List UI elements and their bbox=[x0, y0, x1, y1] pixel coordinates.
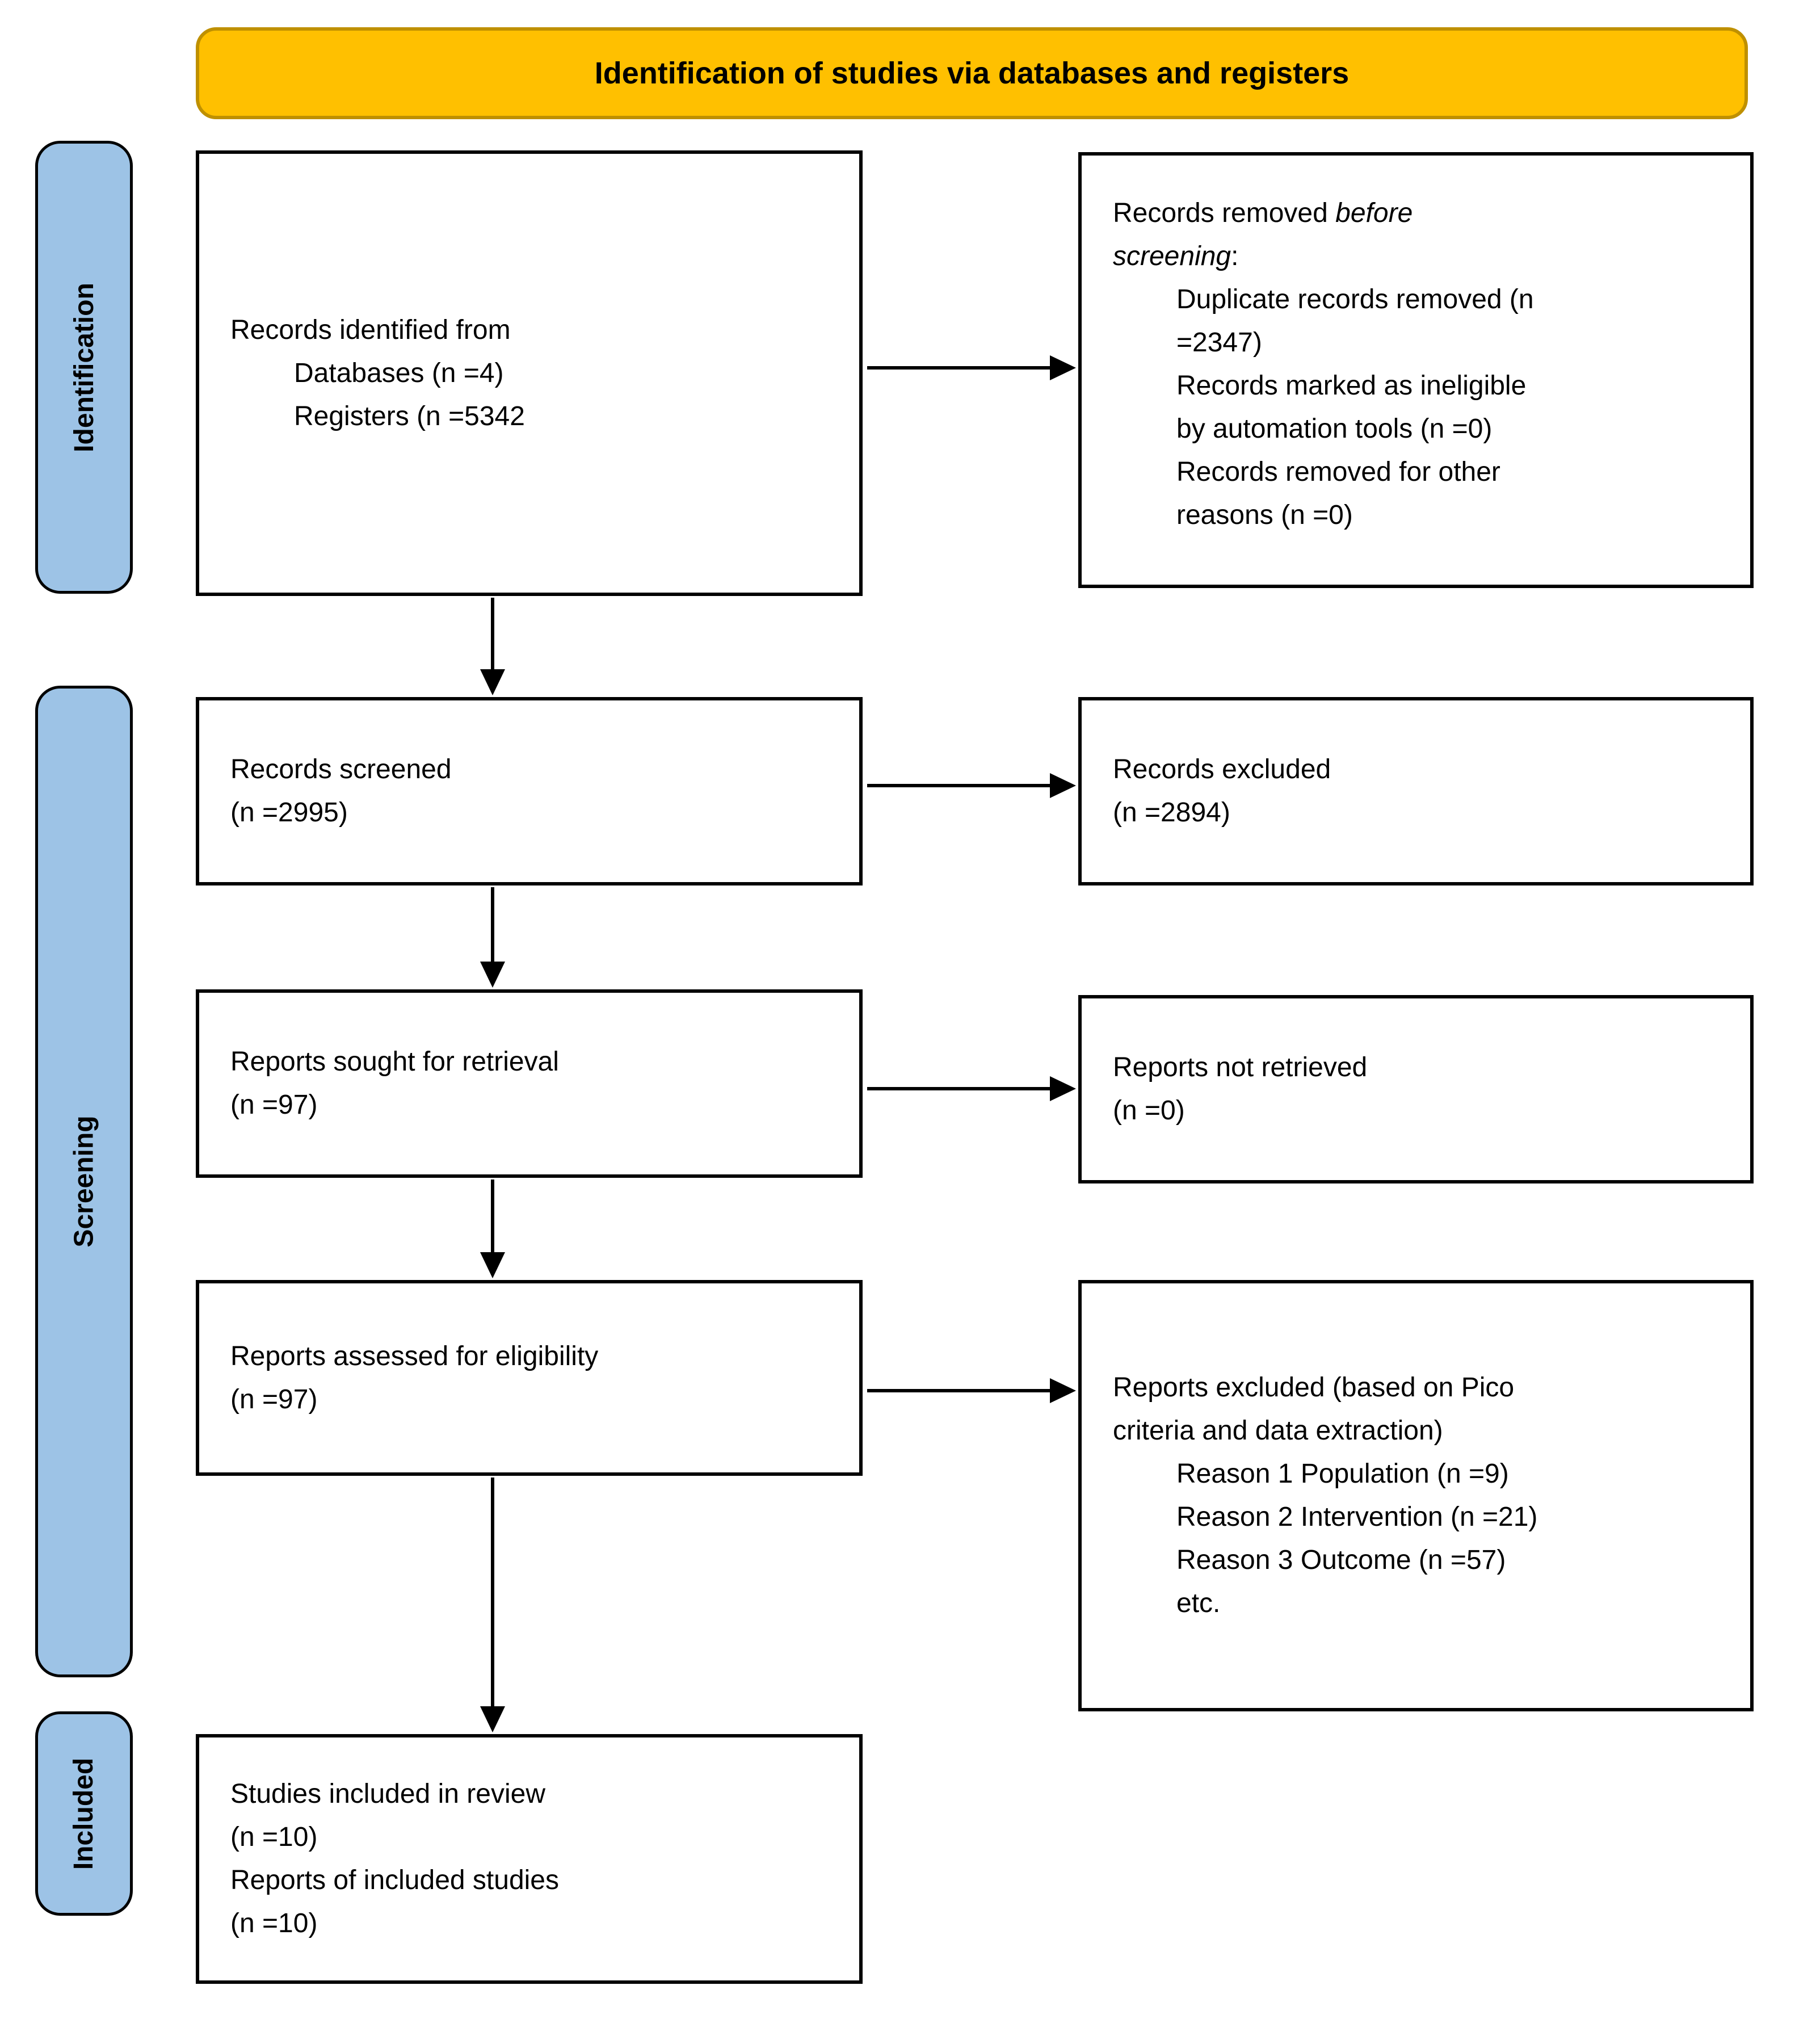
text-line: (n =2894) bbox=[1113, 798, 1230, 828]
arrow-head-icon bbox=[1050, 355, 1076, 380]
text-line: Records marked as ineligible bbox=[1176, 371, 1527, 401]
arrow-head-icon bbox=[1050, 1378, 1076, 1403]
arrow-head-icon bbox=[1050, 1076, 1076, 1101]
text-line: Reason 1 Population (n =9) bbox=[1176, 1459, 1509, 1489]
text-line: Databases (n =4) bbox=[294, 358, 504, 388]
stage-label-identification: Identification bbox=[35, 141, 133, 594]
text-line: by automation tools (n =0) bbox=[1176, 414, 1493, 444]
arrow-screened-to-excluded bbox=[867, 773, 1076, 798]
arrow-stem bbox=[867, 366, 1050, 370]
stage-label-screening: Screening bbox=[35, 686, 133, 1677]
text-line: (n =0) bbox=[1113, 1096, 1185, 1126]
arrow-screened-to-sought bbox=[480, 887, 505, 988]
text-line: Reports excluded (based on Pico bbox=[1113, 1373, 1515, 1403]
box-records-excluded: Records excluded (n =2894) bbox=[1078, 697, 1754, 885]
arrow-assessed-to-excluded bbox=[867, 1378, 1076, 1403]
arrow-sought-to-assessed bbox=[480, 1180, 505, 1278]
arrow-stem bbox=[867, 1389, 1050, 1392]
arrow-stem bbox=[491, 1180, 494, 1252]
arrow-head-icon bbox=[480, 1252, 505, 1278]
arrow-stem bbox=[867, 1087, 1050, 1090]
stage-label-text: Included bbox=[69, 1757, 99, 1870]
text-line: reasons (n =0) bbox=[1176, 500, 1353, 530]
stage-label-text: Identification bbox=[69, 282, 99, 452]
box-reports-excluded-reasons: Reports excluded (based on Pico criteria … bbox=[1078, 1280, 1754, 1711]
text-line: Reports sought for retrieval bbox=[230, 1047, 559, 1077]
text-line: (n =97) bbox=[230, 1384, 318, 1415]
box-records-removed-before-screening: Records removed before screening: Duplicat… bbox=[1078, 152, 1754, 588]
arrow-head-icon bbox=[1050, 773, 1076, 798]
text-line: Registers (n =5342 bbox=[294, 401, 525, 431]
text-line: Reports of included studies bbox=[230, 1865, 559, 1895]
stage-label-included: Included bbox=[35, 1711, 133, 1916]
text-line: Records removed before bbox=[1113, 198, 1413, 228]
text-line: Records removed for other bbox=[1176, 457, 1500, 487]
text-line: (n =10) bbox=[230, 1822, 318, 1852]
box-records-screened: Records screened (n =2995) bbox=[196, 697, 863, 885]
arrow-stem bbox=[867, 784, 1050, 787]
text-line: Reason 3 Outcome (n =57) bbox=[1176, 1545, 1506, 1575]
box-studies-included-in-review: Studies included in review (n =10) Reports… bbox=[196, 1734, 863, 1984]
text-line: =2347) bbox=[1176, 328, 1262, 358]
text-line: criteria and data extraction) bbox=[1113, 1416, 1443, 1446]
text-line: screening: bbox=[1113, 241, 1239, 271]
stage-label-text: Screening bbox=[69, 1115, 99, 1248]
text-line: (n =10) bbox=[230, 1908, 318, 1938]
text-line: Duplicate records removed (n bbox=[1176, 284, 1534, 314]
text-line: Records identified from bbox=[230, 314, 511, 345]
text-line: Studies included in review bbox=[230, 1779, 545, 1809]
text-line: Records screened bbox=[230, 754, 452, 784]
text-line: (n =97) bbox=[230, 1090, 318, 1120]
box-reports-assessed-for-eligibility: Reports assessed for eligibility (n =97) bbox=[196, 1280, 863, 1476]
text-line: Reports assessed for eligibility bbox=[230, 1341, 599, 1371]
arrow-head-icon bbox=[480, 962, 505, 988]
arrow-stem bbox=[491, 887, 494, 962]
box-reports-not-retrieved: Reports not retrieved (n =0) bbox=[1078, 995, 1754, 1183]
arrow-stem bbox=[491, 598, 494, 669]
arrow-head-icon bbox=[480, 669, 505, 695]
arrow-sought-to-not-retrieved bbox=[867, 1076, 1076, 1101]
text-line: etc. bbox=[1176, 1588, 1221, 1618]
arrow-assessed-to-included bbox=[480, 1478, 505, 1732]
text-line: Reports not retrieved bbox=[1113, 1052, 1368, 1082]
arrow-identified-to-removed bbox=[867, 355, 1076, 380]
box-reports-sought-for-retrieval: Reports sought for retrieval (n =97) bbox=[196, 989, 863, 1178]
text-line: (n =2995) bbox=[230, 798, 348, 828]
text-line: Records excluded bbox=[1113, 754, 1331, 784]
banner-title: Identification of studies via databases … bbox=[196, 27, 1748, 119]
arrow-stem bbox=[491, 1478, 494, 1706]
arrow-head-icon bbox=[480, 1706, 505, 1732]
arrow-identified-to-screened bbox=[480, 598, 505, 695]
text-line: Reason 2 Intervention (n =21) bbox=[1176, 1502, 1538, 1532]
